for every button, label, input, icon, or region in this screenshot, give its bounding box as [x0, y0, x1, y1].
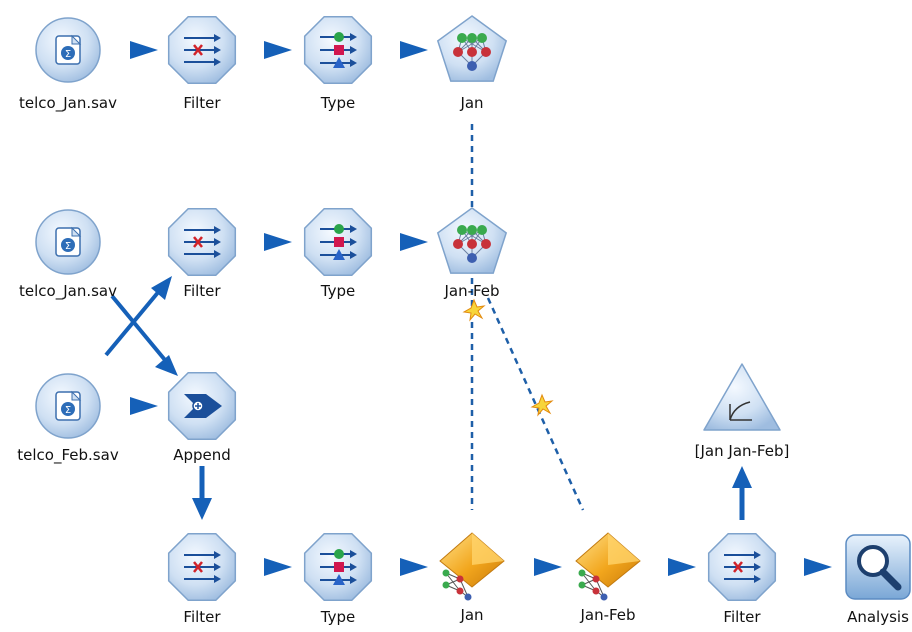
node-label: Jan	[459, 94, 483, 112]
link-src2-to-append	[110, 294, 178, 376]
type-icon	[303, 207, 373, 277]
node-model[interactable]: Jan-Feb	[436, 207, 508, 300]
database-icon: Σ	[35, 209, 101, 275]
node-nugget[interactable]: Jan	[439, 532, 505, 624]
node-evaluation[interactable]: [Jan Jan-Feb]	[695, 363, 790, 460]
database-icon: Σ	[35, 17, 101, 83]
database-icon: Σ	[35, 373, 101, 439]
link-arrow	[264, 233, 292, 251]
node-label: telco_Jan.sav	[19, 282, 117, 301]
evaluation-icon	[703, 363, 781, 431]
spark-icon	[462, 298, 486, 322]
node-filter[interactable]: Filter	[167, 207, 237, 300]
node-label: Jan	[459, 606, 483, 624]
node-type[interactable]: Type	[303, 532, 373, 626]
connector-layer	[104, 41, 832, 576]
link-arrow	[534, 558, 562, 576]
link-arrow	[804, 558, 832, 576]
filter-icon	[167, 532, 237, 602]
filter-icon	[167, 207, 237, 277]
node-label: Filter	[723, 608, 761, 626]
node-model[interactable]: Jan	[436, 15, 508, 112]
node-label: Filter	[183, 94, 221, 112]
spark-icon	[530, 393, 554, 417]
node-label: Type	[320, 94, 355, 112]
model-nugget-icon	[439, 532, 505, 601]
node-type[interactable]: Type	[303, 207, 373, 300]
link-filter4-to-eval	[732, 466, 752, 520]
node-label: Analysis	[847, 608, 909, 626]
node-label: Filter	[183, 282, 221, 300]
type-icon	[303, 15, 373, 85]
node-label: Type	[320, 282, 355, 300]
node-label: Filter	[183, 608, 221, 626]
link-arrow	[264, 41, 292, 59]
link-arrow	[668, 558, 696, 576]
link-append-to-filter3	[192, 466, 212, 520]
node-label: Type	[320, 608, 355, 626]
node-nugget[interactable]: Jan-Feb	[575, 532, 641, 624]
model-nugget-icon	[575, 532, 641, 601]
svg-text:Σ: Σ	[65, 241, 71, 252]
node-label: telco_Jan.sav	[19, 94, 117, 113]
append-icon	[167, 371, 237, 441]
node-label: Jan-Feb	[579, 606, 635, 624]
node-filter[interactable]: Filter	[167, 532, 237, 626]
link-arrow	[130, 41, 158, 59]
svg-text:Σ: Σ	[65, 405, 71, 416]
type-icon	[303, 532, 373, 602]
filter-icon	[707, 532, 777, 602]
node-label: Append	[173, 446, 231, 464]
link-arrow	[400, 41, 428, 59]
node-label: telco_Feb.sav	[17, 446, 119, 465]
link-arrow	[264, 558, 292, 576]
link-arrow	[130, 397, 158, 415]
node-analysis[interactable]: Analysis	[845, 534, 911, 626]
magnifier-icon	[845, 534, 911, 600]
neural-net-icon	[436, 15, 508, 82]
filter-icon	[167, 15, 237, 85]
neural-net-icon	[436, 207, 508, 274]
node-filter[interactable]: Filter	[707, 532, 777, 626]
node-append[interactable]: Append	[167, 371, 237, 464]
node-filter[interactable]: Filter	[167, 15, 237, 112]
node-type[interactable]: Type	[303, 15, 373, 112]
model-link-janfeb	[486, 297, 585, 511]
link-arrow	[400, 233, 428, 251]
link-arrow	[400, 558, 428, 576]
node-label: [Jan Jan-Feb]	[695, 442, 790, 460]
node-label: Jan-Feb	[443, 282, 499, 300]
svg-text:Σ: Σ	[65, 49, 71, 60]
